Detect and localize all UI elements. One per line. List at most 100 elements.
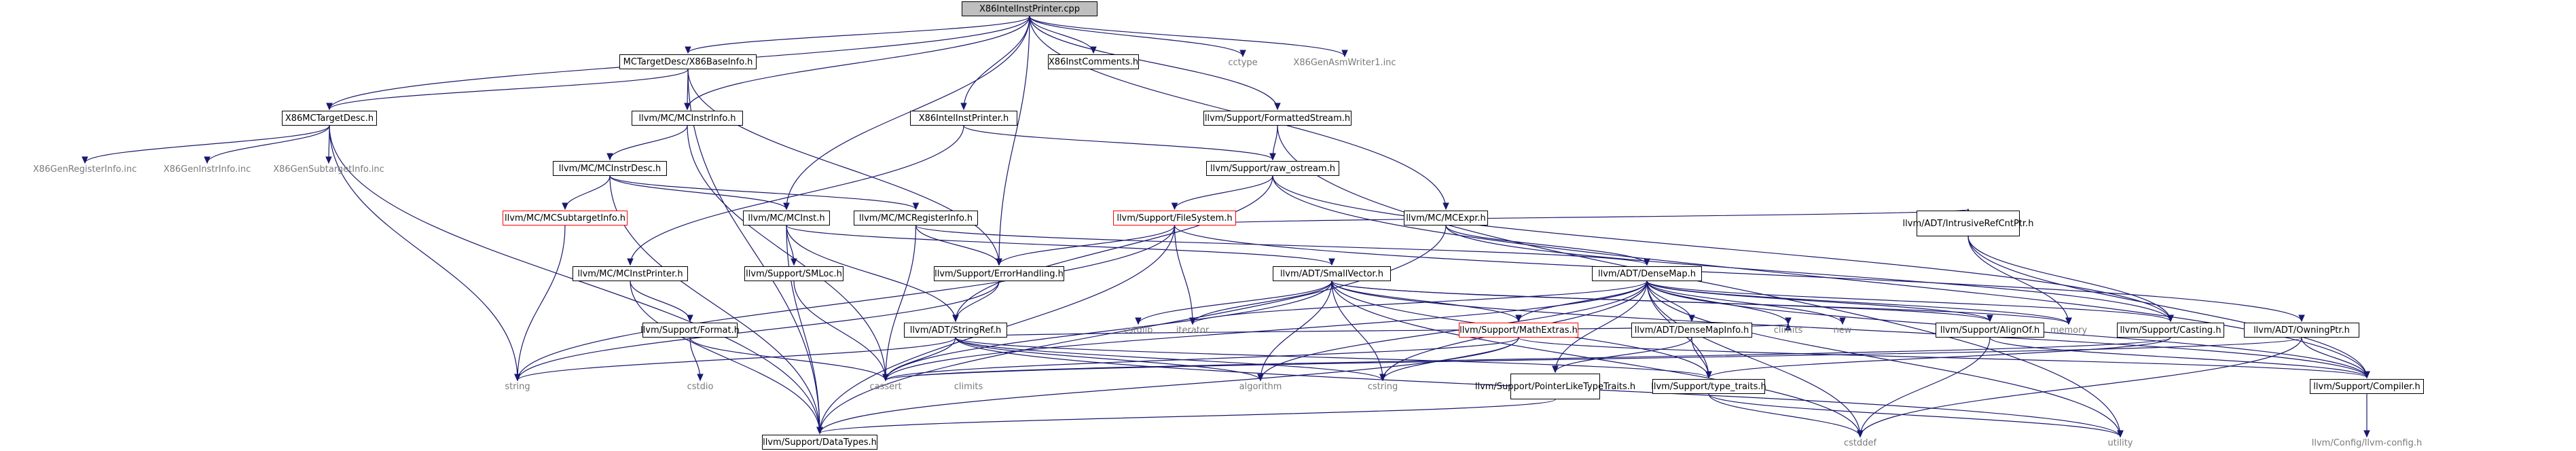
node-string[interactable]: string	[505, 382, 530, 392]
node-climits[interactable]: climits	[1773, 325, 1803, 336]
node-mcinst[interactable]: llvm/MC/MCInst.h	[743, 211, 830, 226]
edge-arrowhead	[697, 374, 704, 382]
dependency-edge	[1646, 281, 2171, 322]
node-format[interactable]: llvm/Support/Format.h	[640, 323, 740, 338]
dependency-edge	[1646, 281, 1861, 437]
dependency-edge	[1138, 281, 1332, 325]
dependency-edge	[1331, 281, 2069, 325]
node-x86intelinstprinter-h[interactable]: X86IntelInstPrinter.h	[910, 111, 1017, 126]
dependency-edge	[517, 225, 1176, 381]
node-algorithm[interactable]: algorithm	[1239, 382, 1282, 392]
node-x86geninstrinfo[interactable]: X86GenInstrInfo.inc	[163, 164, 251, 175]
node-owningptr[interactable]: llvm/ADT/OwningPtr.h	[2244, 323, 2359, 338]
edge-arrowhead	[562, 202, 568, 211]
node-cstdio[interactable]: cstdio	[687, 382, 714, 392]
dependency-edge	[915, 225, 1648, 266]
dependency-edge	[1445, 225, 1648, 266]
node-filesystem[interactable]: llvm/Support/FileSystem.h	[1113, 211, 1236, 226]
edge-arrowhead	[204, 156, 211, 164]
dependency-edge	[885, 225, 917, 381]
dependency-edge	[1029, 16, 1278, 110]
edge-arrowhead	[1785, 317, 1792, 325]
node-smallvector[interactable]: llvm/ADT/SmallVector.h	[1273, 266, 1391, 281]
dependency-edge	[1967, 236, 2368, 378]
dependency-edge	[915, 225, 1000, 266]
dependency-edge	[998, 225, 1176, 266]
node-mcexpr[interactable]: llvm/MC/MCExpr.h	[1404, 211, 1488, 226]
node-compiler[interactable]: llvm/Support/Compiler.h	[2310, 379, 2424, 394]
dependency-edge	[1029, 16, 1345, 57]
dependency-edge	[885, 337, 2302, 381]
node-densemap[interactable]: llvm/ADT/DenseMap.h	[1592, 266, 1702, 281]
edge-arrowhead	[325, 156, 332, 164]
edge-arrowhead	[1552, 365, 1559, 374]
dependency-edge	[1272, 175, 2368, 378]
dependency-edge	[1029, 16, 1244, 57]
dependency-edge	[1967, 236, 2069, 325]
node-mcsubtargetinfo[interactable]: llvm/MC/MCSubtargetInfo.h	[503, 211, 628, 226]
dependency-edge	[609, 125, 688, 160]
edge-arrowhead	[326, 103, 333, 111]
dependency-edge	[206, 125, 330, 164]
dependency-edge	[1445, 225, 2171, 322]
node-errorhandling[interactable]: llvm/Support/ErrorHandling.h	[934, 266, 1064, 281]
dependency-edge	[1708, 393, 2121, 437]
edge-arrowhead	[2363, 371, 2370, 379]
node-iterator[interactable]: iterator	[1176, 325, 1210, 336]
node-mctargetdesc-x86baseinfo[interactable]: MCTargetDesc/X86BaseInfo.h	[619, 54, 757, 69]
node-intrusiverefcntptr[interactable]: llvm/ADT/IntrusiveRefCntPtr.h	[1903, 211, 2033, 236]
node-mcinstrinfo[interactable]: llvm/MC/MCInstrInfo.h	[632, 111, 743, 126]
node-casting[interactable]: llvm/Support/Casting.h	[2117, 323, 2224, 338]
dependency-edge	[1708, 337, 2171, 378]
edge-arrowhead	[684, 103, 691, 111]
node-x86gensubtargetinfo[interactable]: X86GenSubtargetInfo.inc	[273, 164, 384, 175]
node-new[interactable]: new	[1833, 325, 1852, 336]
node-root[interactable]: X86IntelInstPrinter.cpp	[962, 1, 1097, 16]
edge-arrowhead	[1239, 50, 1246, 58]
node-mcinstrdesc[interactable]: llvm/MC/MCInstrDesc.h	[553, 161, 667, 176]
node-x86mctargetdesc[interactable]: X86MCTargetDesc.h	[282, 111, 377, 126]
edge-arrowhead	[996, 258, 1002, 266]
dependency-edge	[1260, 281, 1648, 381]
dependency-edge	[955, 175, 1273, 322]
node-type-traits[interactable]: llvm/Support/type_traits.h	[1651, 379, 1766, 394]
node-alignof[interactable]: llvm/Support/AlignOf.h	[1936, 323, 2044, 338]
node-raw-ostream[interactable]: llvm/Support/raw_ostream.h	[1206, 161, 1339, 176]
node-llvm-config[interactable]: llvm/Config/llvm-config.h	[2311, 438, 2423, 448]
node-densemapinfo[interactable]: llvm/ADT/DenseMapInfo.h	[1631, 323, 1752, 338]
dependency-edge	[1331, 281, 1383, 381]
node-cassert[interactable]: cassert	[869, 382, 902, 392]
node-formattedstream[interactable]: llvm/Support/FormattedStream.h	[1203, 111, 1352, 126]
dependency-edge	[1174, 175, 1273, 210]
edge-arrowhead	[1443, 202, 1449, 211]
edge-arrowhead	[952, 314, 959, 323]
node-pointerliketypetraits[interactable]: llvm/Support/PointerLikeTypeTraits.h	[1475, 374, 1635, 399]
node-stringref[interactable]: llvm/ADT/StringRef.h	[904, 323, 1007, 338]
node-limits[interactable]: climits	[954, 382, 983, 392]
dependency-edge	[1967, 236, 2171, 322]
node-smloc[interactable]: llvm/Support/SMLoc.h	[744, 266, 843, 281]
node-cstdlib[interactable]: cstdlib	[1123, 325, 1153, 336]
dependency-edge	[1174, 225, 2302, 322]
edge-arrowhead	[2298, 314, 2305, 323]
node-mathextras[interactable]: llvm/Support/MathExtras.h	[1459, 323, 1578, 338]
node-mcregisterinfo[interactable]: llvm/MC/MCRegisterInfo.h	[854, 211, 978, 226]
node-mcinstprinter[interactable]: llvm/MC/MCInstPrinter.h	[573, 266, 688, 281]
node-memory[interactable]: memory	[2050, 325, 2088, 336]
node-cctype[interactable]: cctype	[1228, 58, 1258, 68]
node-utility[interactable]: utility	[2107, 438, 2133, 448]
dependency-edge	[1860, 337, 2302, 437]
edges-layer	[81, 16, 2370, 438]
node-datatypes[interactable]: llvm/Support/DataTypes.h	[762, 435, 877, 450]
edge-arrowhead	[1257, 374, 1264, 382]
edge-arrowhead	[882, 374, 889, 382]
dependency-edge	[963, 125, 1273, 160]
node-x86genregisterinfo[interactable]: X86GenRegisterInfo.inc	[33, 164, 137, 175]
node-cstddef[interactable]: cstddef	[1843, 438, 1877, 448]
dependency-edge	[1382, 337, 1519, 381]
dependency-edge	[1331, 281, 2368, 378]
node-x86instcomments[interactable]: X86InstComments.h	[1048, 54, 1139, 69]
node-x86genasmwriter1[interactable]: X86GenAsmWriter1.inc	[1293, 58, 1396, 68]
node-cstring[interactable]: cstring	[1367, 382, 1398, 392]
edge-arrowhead	[960, 103, 967, 111]
